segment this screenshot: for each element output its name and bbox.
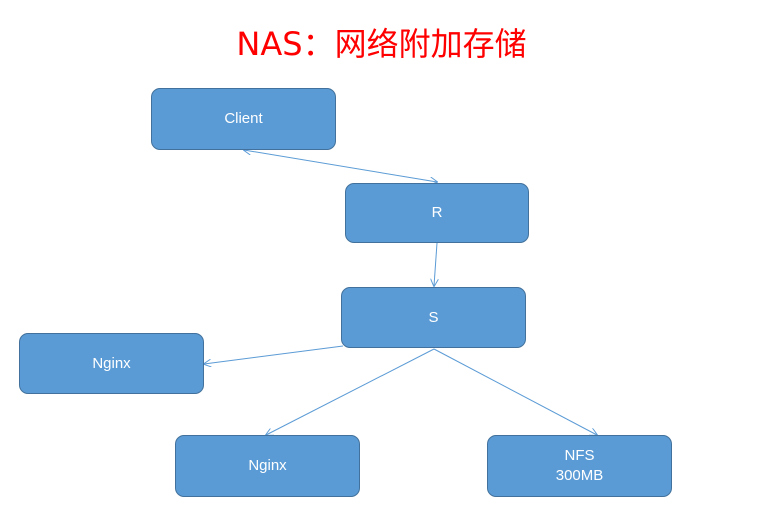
node-s-label: S xyxy=(428,308,439,326)
node-nginx-left: Nginx xyxy=(19,333,204,394)
edge-r-s xyxy=(434,242,437,286)
node-nfs-capacity: 300MB xyxy=(555,467,604,484)
edge-s-nginx-bottom xyxy=(266,348,435,435)
node-r: R xyxy=(345,183,529,243)
edge-s-nfs xyxy=(433,348,597,435)
node-client-label: Client xyxy=(224,110,263,127)
edge-client-r xyxy=(244,150,437,182)
edge-s-nginx-left xyxy=(204,345,344,364)
node-nginx-bottom-label: Nginx xyxy=(248,457,287,474)
node-client: Client xyxy=(151,88,336,150)
node-nfs: NFS 300MB xyxy=(487,435,672,497)
diagram-title: NAS：网络附加存储 xyxy=(236,25,527,63)
node-nginx-bottom: Nginx xyxy=(175,435,360,497)
node-r-label: R xyxy=(431,204,443,221)
node-nginx-left-label: Nginx xyxy=(92,354,131,372)
node-nfs-label: NFS xyxy=(564,447,595,464)
node-s: S xyxy=(341,287,526,348)
